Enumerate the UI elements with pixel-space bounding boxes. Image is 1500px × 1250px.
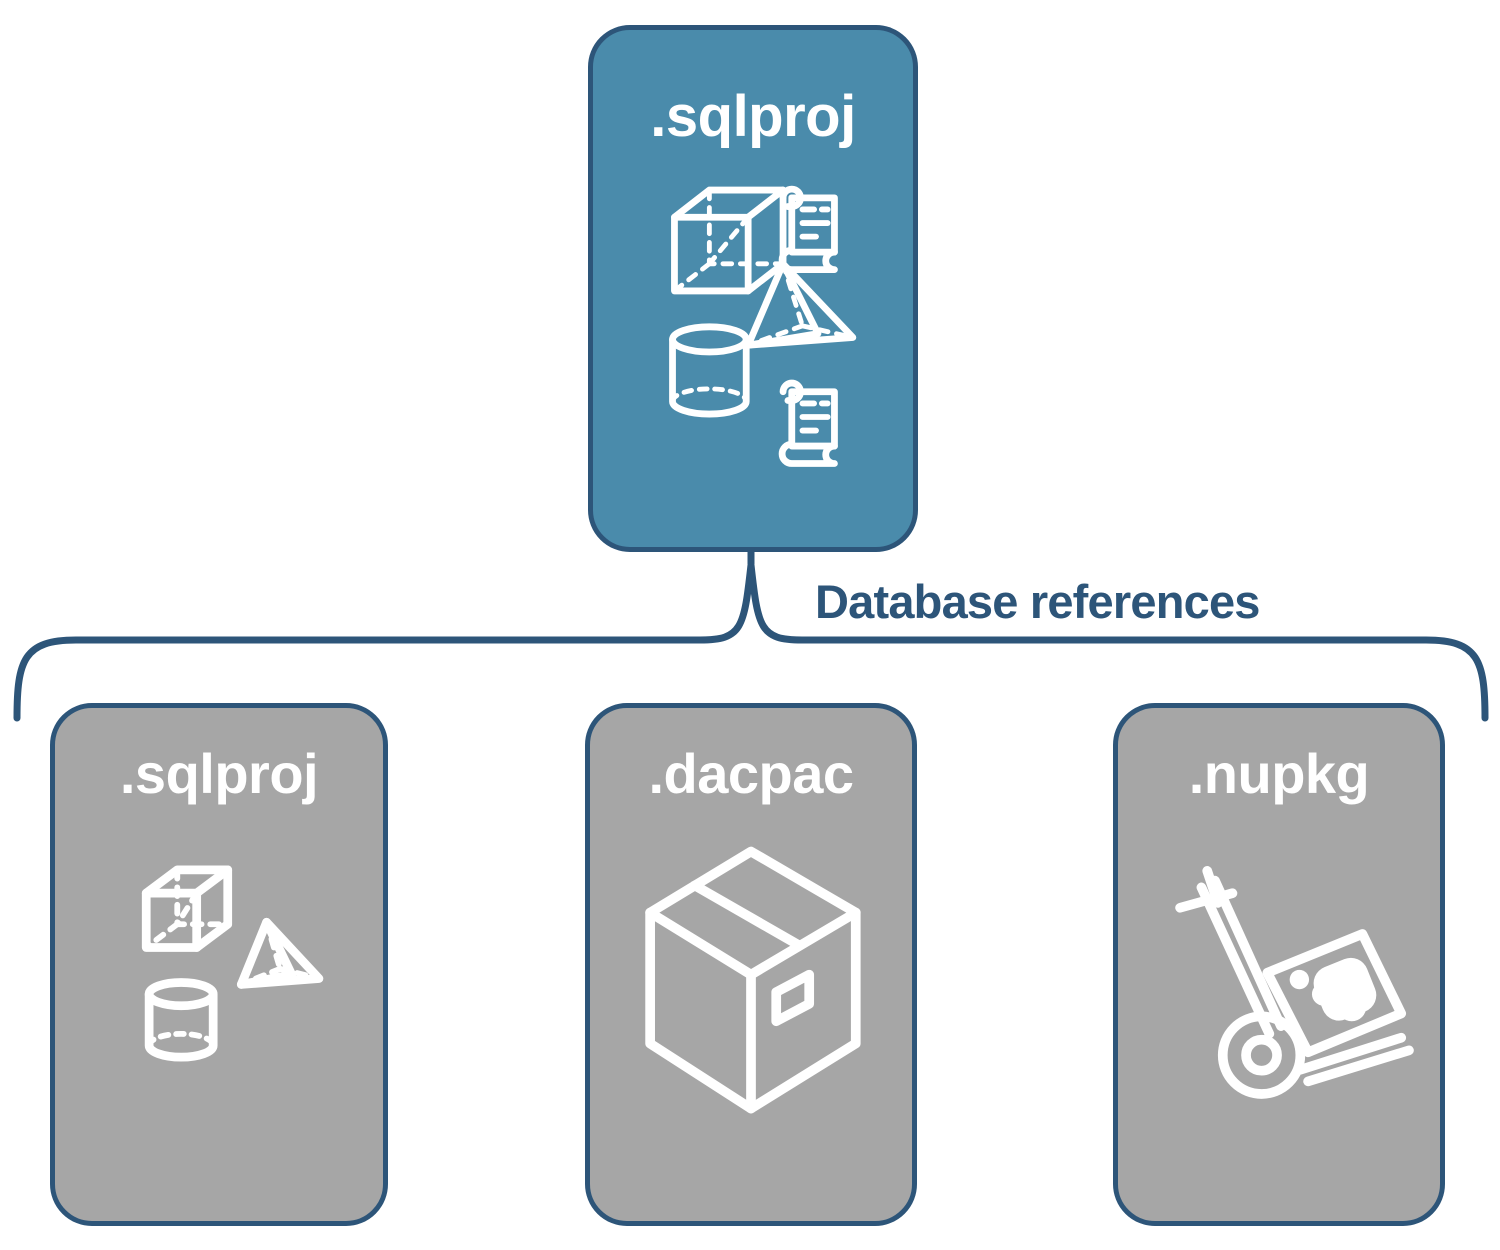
card-nupkg[interactable]: .nupkg <box>1113 703 1445 1226</box>
card-dacpac[interactable]: .dacpac <box>585 703 917 1226</box>
cylinder-icon <box>669 323 750 418</box>
pyramid-icon <box>744 260 857 349</box>
scroll-icon <box>778 185 838 273</box>
cube-icon <box>671 186 787 295</box>
card-sqlproj-child[interactable]: .sqlproj <box>50 703 388 1226</box>
brace-label: Database references <box>815 575 1260 628</box>
scroll-icon <box>778 379 838 467</box>
brace-connector <box>13 548 1489 722</box>
card-root-title: .sqlproj <box>650 84 856 149</box>
card-sqlproj-root[interactable]: .sqlproj <box>588 25 918 552</box>
brace-path <box>13 564 1489 722</box>
pyramid-icon <box>236 917 324 989</box>
cylinder-icon <box>144 978 218 1062</box>
package-box-icon <box>645 846 861 1114</box>
package-contents <box>1289 957 1377 1022</box>
card-nupkg-title: .nupkg <box>1188 742 1370 805</box>
card-dacpac-title: .dacpac <box>648 742 854 805</box>
card-sqlproj-title: .sqlproj <box>119 742 319 805</box>
hand-truck-icon <box>1175 866 1414 1099</box>
cube-icon <box>141 865 233 952</box>
